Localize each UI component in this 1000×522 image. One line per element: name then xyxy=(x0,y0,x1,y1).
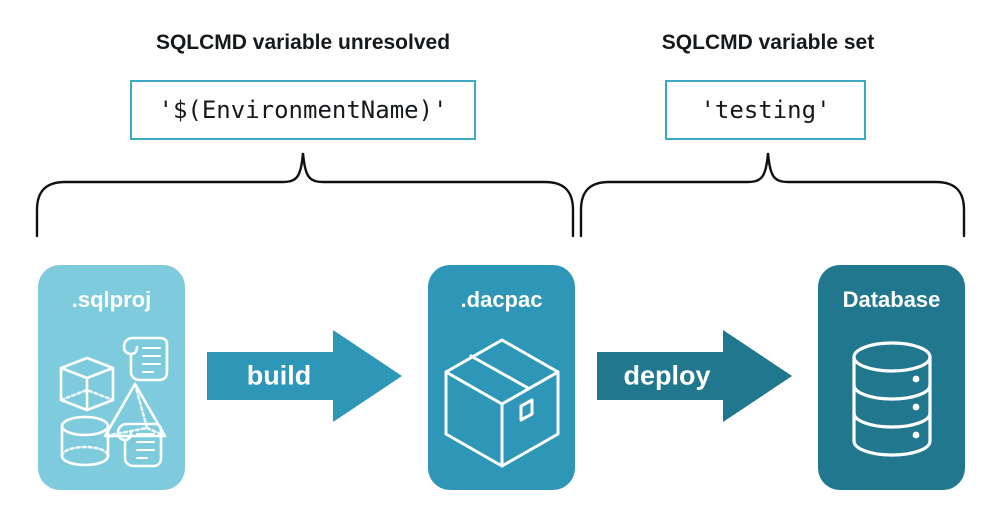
scroll-icon xyxy=(122,336,168,381)
package-box-icon xyxy=(444,338,559,467)
arrow-build-shape xyxy=(207,330,402,422)
stage-label-dacpac: .dacpac xyxy=(460,287,543,312)
code-box-testing: 'testing' xyxy=(665,80,866,140)
database-cylinder-icon xyxy=(851,340,932,457)
sqlproj-artwork xyxy=(38,313,185,490)
stage-box-sqlproj: .sqlproj xyxy=(38,265,185,490)
scroll-icon xyxy=(116,422,162,467)
arrow-deploy: deploy xyxy=(597,330,792,422)
arrow-build: build xyxy=(207,330,402,422)
arrow-build-label: build xyxy=(246,360,312,391)
cylinder-icon xyxy=(60,415,109,466)
stage-label-database: Database xyxy=(842,287,941,312)
dacpac-artwork xyxy=(428,313,575,490)
arrow-deploy-label: deploy xyxy=(623,360,711,391)
stage-label-sqlproj: .sqlproj xyxy=(71,287,152,312)
arrow-deploy-shape xyxy=(597,330,792,422)
stage-box-dacpac: .dacpac xyxy=(428,265,575,490)
cube-icon xyxy=(59,356,114,411)
brace-left-icon xyxy=(35,152,575,238)
brace-right-icon xyxy=(579,152,966,238)
sqlproj-icon-cluster xyxy=(59,336,168,467)
code-box-environment-name: '$(EnvironmentName)' xyxy=(130,80,476,140)
stage-box-database: Database xyxy=(818,265,965,490)
heading-sqlcmd-unresolved: SQLCMD variable unresolved xyxy=(155,31,451,54)
database-artwork xyxy=(818,313,965,490)
heading-sqlcmd-set: SQLCMD variable set xyxy=(661,31,875,54)
